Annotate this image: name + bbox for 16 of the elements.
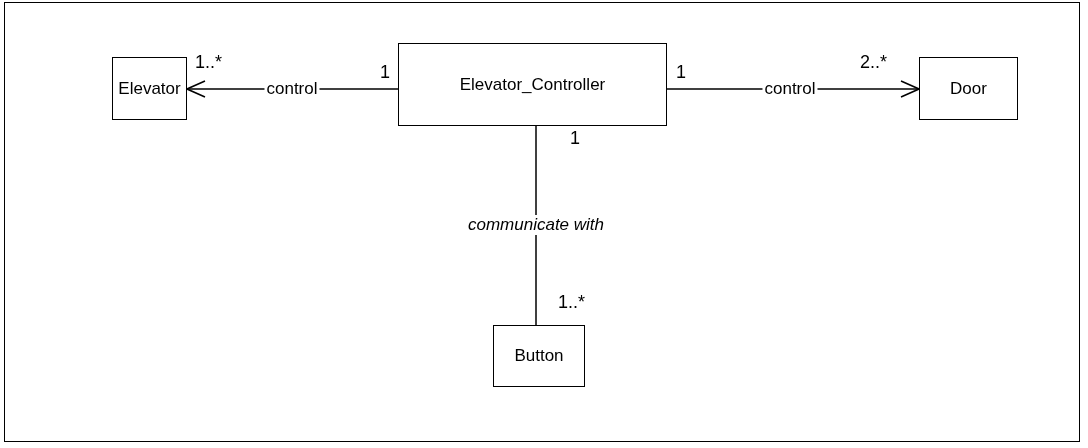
association-line [535,125,537,326]
multiplicity-label: 1 [380,62,390,83]
class-name: Elevator [118,78,181,99]
class-box [112,57,187,120]
multiplicity-label: 1 [676,62,686,83]
class-name: Elevator_Controller [459,74,606,95]
class-box [919,57,1018,120]
class-box [398,43,667,126]
multiplicity-label: 1..* [558,292,586,313]
class-box [493,325,585,387]
edge-label: communicate with [465,215,607,235]
multiplicity-label: 1..* [195,52,223,73]
multiplicity-label: 1 [570,128,580,149]
class-name: Button [514,346,564,366]
class-name: Door [950,78,987,99]
multiplicity-label: 2..* [860,52,888,73]
